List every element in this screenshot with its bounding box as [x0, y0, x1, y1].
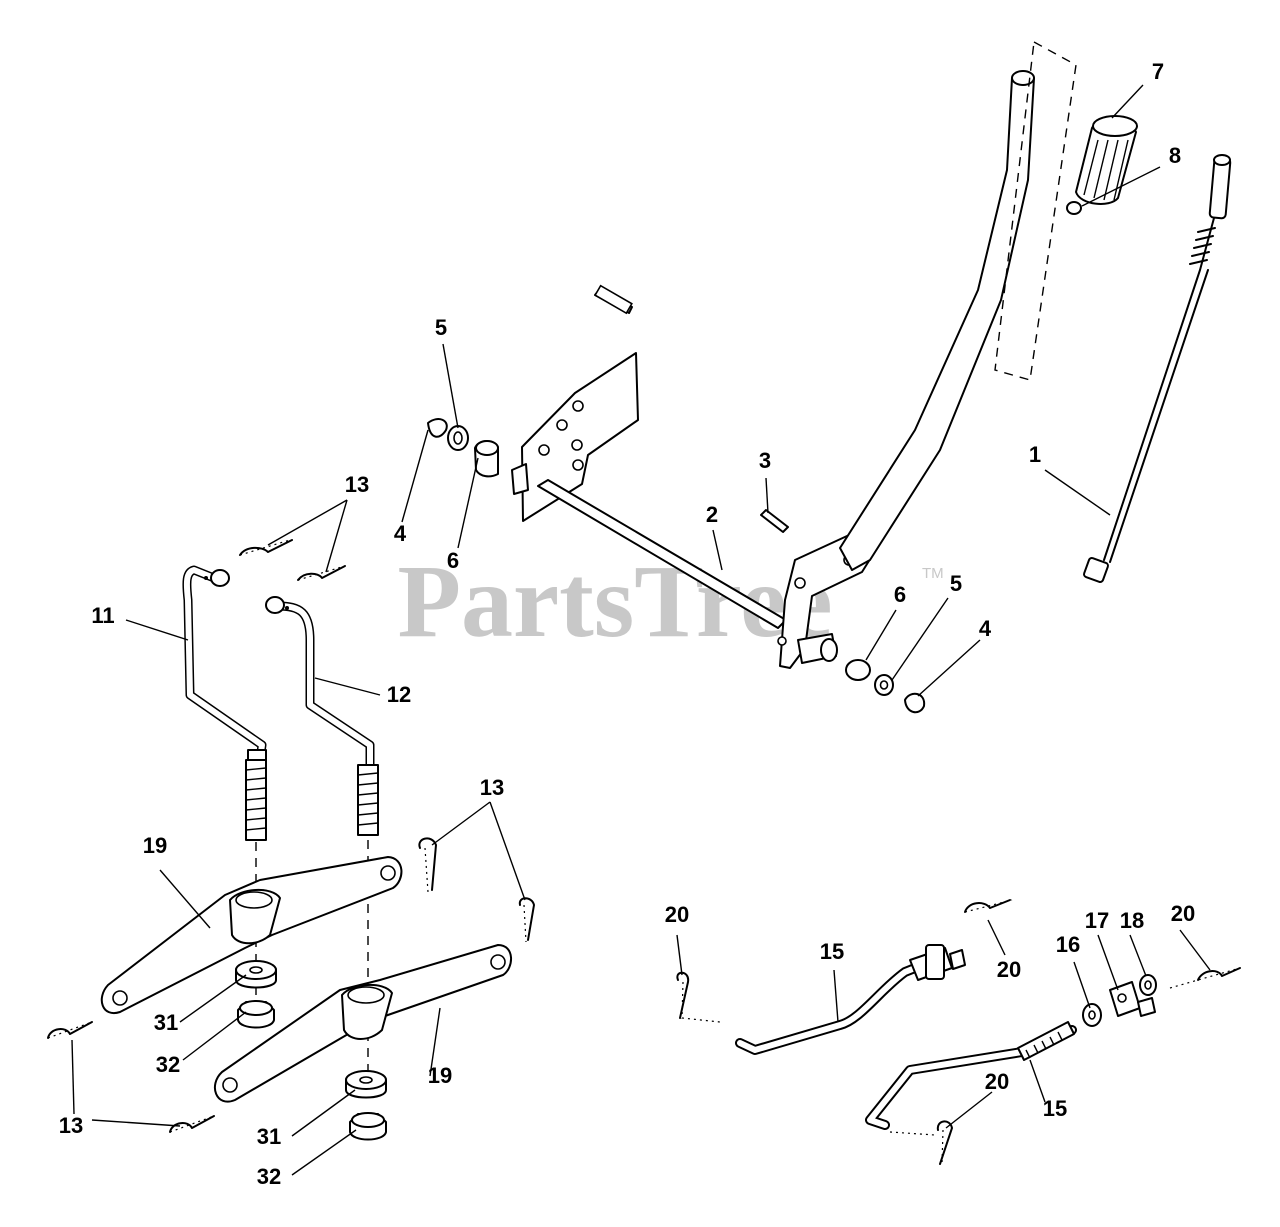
- callout-3: 3: [759, 448, 771, 473]
- callout-13-bottom: 13: [59, 1113, 83, 1138]
- callout-6-left: 6: [447, 548, 459, 573]
- hairpin-13: [47, 539, 535, 1133]
- callout-6-right: 6: [894, 582, 906, 607]
- callout-20-right: 20: [1171, 901, 1195, 926]
- callout-13-middle: 13: [480, 775, 504, 800]
- washer-18: [1139, 974, 1157, 996]
- callout-2: 2: [706, 502, 718, 527]
- rod-15-upper: [735, 944, 966, 1055]
- cotter-pin-20: [676, 899, 1241, 1165]
- handle-grip: [1075, 115, 1138, 205]
- callout-31-upper: 31: [154, 1010, 178, 1035]
- hairpin-4-left: [427, 418, 448, 438]
- washer-16: [1082, 1003, 1102, 1027]
- callout-4-left: 4: [394, 521, 407, 546]
- callout-20-middle: 20: [997, 957, 1021, 982]
- plate-hole: [572, 459, 584, 471]
- shaft-stub-end: [820, 638, 838, 662]
- nut-32-lower: [349, 1112, 387, 1141]
- rod-15-lower: [865, 1021, 1077, 1130]
- callout-16: 16: [1056, 932, 1080, 957]
- callout-1: 1: [1029, 442, 1041, 467]
- callout-32-upper: 32: [156, 1052, 180, 1077]
- plate-hole: [572, 400, 584, 412]
- lift-arm-19-upper: [100, 856, 403, 1015]
- callout-12: 12: [387, 682, 411, 707]
- handle-tube-end: [1011, 70, 1035, 86]
- phantom-grip-outline: [994, 40, 1077, 381]
- lift-shaft-assembly: [511, 40, 1077, 669]
- callout-11: 11: [91, 603, 114, 628]
- leader-lines: [71, 84, 1211, 1176]
- callout-15-upper: 15: [820, 939, 844, 964]
- bushing-31-lower: [345, 1070, 387, 1099]
- plate-hole: [556, 419, 568, 431]
- lift-link-11: [182, 565, 267, 841]
- callout-19-upper: 19: [143, 833, 167, 858]
- callout-20-left: 20: [665, 902, 689, 927]
- callout-15-lower: 15: [1043, 1096, 1067, 1121]
- callout-19-lower: 19: [428, 1063, 452, 1088]
- watermark: PartsTree: [397, 544, 832, 659]
- plate-slot-hole: [594, 284, 633, 315]
- mounting-plate: [521, 352, 639, 522]
- plate-hole: [571, 439, 583, 451]
- plate-stub: [511, 463, 529, 495]
- callout-4-right: 4: [979, 616, 992, 641]
- nut-32-upper: [237, 1000, 275, 1029]
- roll-pin: [760, 509, 789, 533]
- callout-18: 18: [1120, 908, 1144, 933]
- left-hardware: [427, 418, 499, 478]
- callout-labels: 1 2 3 4 4 5 5 6 6 7 8 11 12 13 13 13 15 …: [59, 59, 1195, 1189]
- trunnion-17: [1109, 981, 1156, 1017]
- right-hardware: [845, 659, 926, 714]
- hairpin-4-right: [904, 692, 926, 714]
- callout-8: 8: [1169, 143, 1181, 168]
- callout-13-top: 13: [345, 472, 369, 497]
- plate-hole: [538, 444, 550, 456]
- callout-5-right: 5: [950, 571, 962, 596]
- callout-17: 17: [1085, 908, 1109, 933]
- lift-arm-19-lower: [213, 944, 512, 1103]
- callout-31-lower: 31: [257, 1124, 281, 1149]
- callout-5-left: 5: [435, 315, 447, 340]
- lift-link-12: [265, 596, 379, 836]
- callout-7: 7: [1152, 59, 1164, 84]
- thread-12: [357, 764, 379, 836]
- lift-rod: [1083, 154, 1232, 583]
- callout-20-bottom: 20: [985, 1069, 1009, 1094]
- bushing-6-right: [845, 659, 871, 681]
- handle-tube: [839, 77, 1035, 571]
- callout-32-lower: 32: [257, 1164, 281, 1189]
- grip-plug: [1066, 201, 1082, 215]
- watermark-trademark: TM: [922, 565, 944, 582]
- bushing-31-upper: [235, 960, 277, 989]
- thread-11: [245, 759, 267, 841]
